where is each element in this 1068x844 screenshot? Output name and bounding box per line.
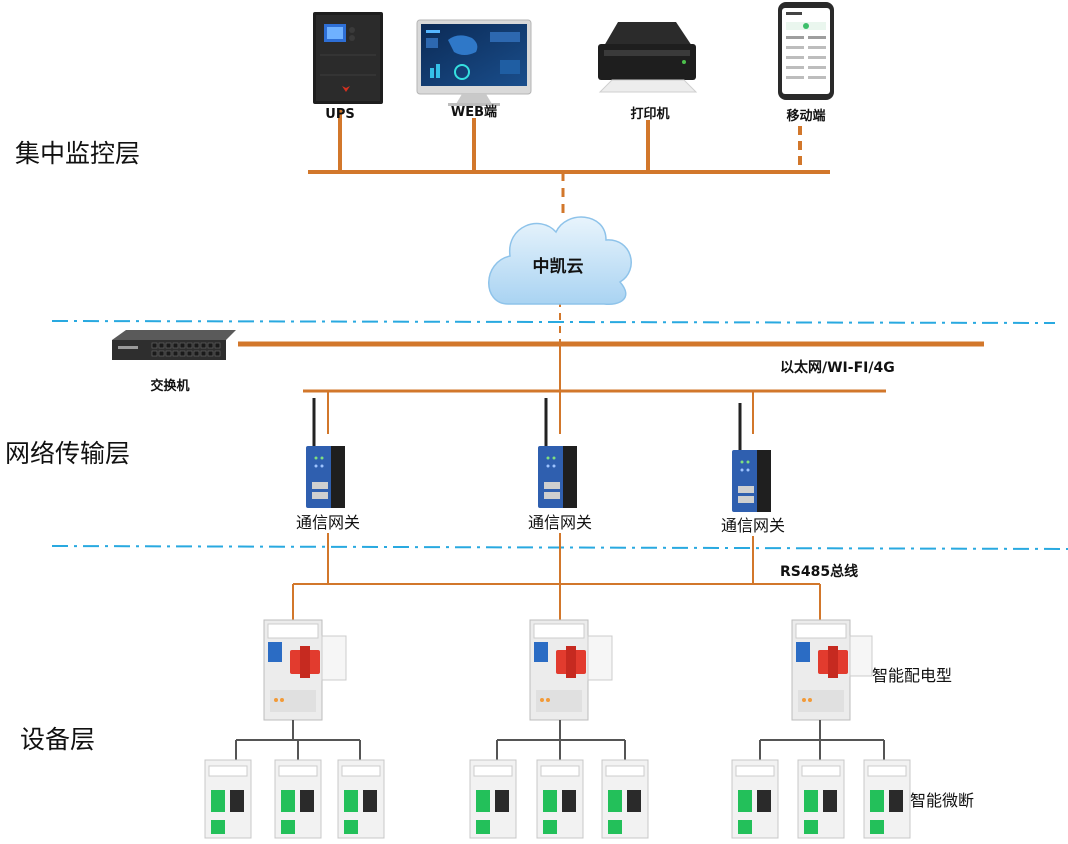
breaker-connections	[235, 720, 885, 760]
smart-distributor-1	[263, 619, 347, 721]
web-label: WEB端	[451, 104, 497, 120]
gateway-device-2	[538, 398, 577, 508]
ups-icon	[313, 12, 383, 104]
switch-label: 交换机	[150, 378, 189, 394]
mobile-phone-icon	[778, 2, 834, 100]
smart-breaker	[731, 759, 779, 839]
smart-breaker	[797, 759, 845, 839]
smart-breaker	[601, 759, 649, 839]
mobile-label: 移动端	[786, 108, 825, 124]
distributor-label: 智能配电型	[872, 666, 952, 685]
network-switch-icon	[112, 330, 236, 360]
cloud-icon	[488, 216, 632, 306]
gateway-device-1	[306, 398, 345, 508]
smart-breaker	[204, 759, 252, 839]
smart-breaker	[469, 759, 517, 839]
smart-distributor-3	[791, 619, 873, 721]
divider-upper	[51, 320, 1056, 324]
smart-breaker-group-2	[469, 759, 649, 839]
gateway-label-2: 通信网关	[528, 513, 592, 532]
smart-breaker	[536, 759, 584, 839]
layer-label-device: 设备层	[20, 725, 95, 754]
breaker-label: 智能微断	[910, 791, 974, 810]
layer-label-network: 网络传输层	[5, 439, 130, 468]
smart-breaker	[274, 759, 322, 839]
layer-label-monitoring: 集中监控层	[15, 139, 140, 168]
rs485-bus-label: RS485总线	[780, 563, 858, 580]
smart-breaker-group-3	[731, 759, 911, 839]
smart-breaker-group-1	[204, 759, 385, 839]
ethernet-bus-label: 以太网/WI-FI/4G	[780, 359, 895, 376]
smart-breaker	[337, 759, 385, 839]
gateway-label-3: 通信网关	[721, 516, 785, 535]
rs485-bus	[292, 533, 821, 620]
gateway-device-3	[732, 403, 771, 512]
gateway-label-1: 通信网关	[296, 513, 360, 532]
smart-distributor-2	[529, 619, 613, 721]
ups-label: UPS	[325, 107, 354, 122]
printer-label: 打印机	[630, 106, 669, 122]
smart-breaker	[863, 759, 911, 839]
ethernet-bus	[238, 341, 984, 434]
monitoring-bus	[308, 110, 830, 344]
cloud-label: 中凯云	[533, 256, 584, 277]
printer-icon	[598, 22, 698, 93]
web-monitor-icon	[416, 19, 532, 106]
